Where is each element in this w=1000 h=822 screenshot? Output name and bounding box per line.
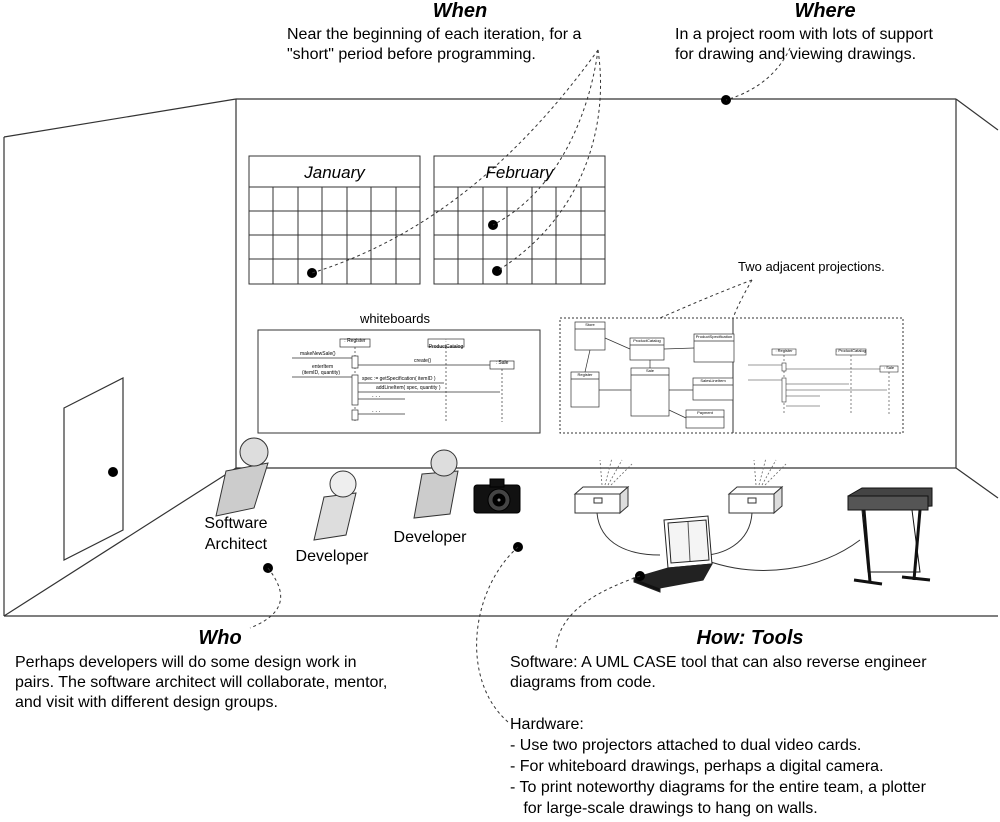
door-knob [108,467,118,477]
seq-dots-1: . . . [372,393,381,399]
hardware-description: Hardware: - Use two projectors attached … [510,714,990,819]
seq-create: create() [414,358,432,364]
door [63,377,124,561]
who-heading: Who [198,627,242,649]
software-architect-figure [215,437,269,517]
developer-label-2: Developer [393,529,467,546]
software-architect-label: Software Architect [186,513,286,555]
whiteboards-label: whiteboards [359,311,431,326]
seq-catalog-label: : ProductCatalog [428,338,464,350]
projections-leader-line [732,279,753,319]
january-calendar [248,155,421,285]
who-line: Perhaps developers will do some design w… [15,654,357,671]
where-line: In a project room with lots of support [675,26,933,43]
projector-left [573,485,630,515]
seq-dots-2: . . . [372,408,381,414]
architect-label-line: Architect [204,536,268,553]
seq-enter-item-args: (itemID, quantity) [302,370,341,376]
class-box-product-catalog: ProductCatalog [633,338,661,343]
february-label: February [485,163,554,182]
software-line: diagrams from code. [510,674,656,691]
who-description: Perhaps developers will do some design w… [15,653,435,713]
seq-add-line-item: addLineItem( spec, quantity ) [376,385,441,391]
whiteboard [257,329,541,434]
when-heading: When [432,0,488,22]
plotter [847,487,933,586]
camera [473,478,521,514]
where-description: In a project room with lots of support f… [675,25,995,65]
developer-figure-2 [413,449,459,519]
software-description: Software: A UML CASE tool that can also … [510,653,990,693]
where-heading: Where [794,0,856,22]
hardware-line: - To print noteworthy diagrams for the e… [510,779,926,796]
class-box-store: Store [585,322,595,327]
projector-right [727,485,784,515]
january-label: January [304,163,365,182]
jan-marker-dot [307,268,317,278]
hardware-leader-line [476,546,519,723]
february-calendar [433,155,606,285]
how-tools-heading: How: Tools [696,627,804,649]
architect-label-line: Software [204,515,268,532]
proj-seq-register: : Register [775,348,793,353]
whiteboard-sequence-diagram [292,338,515,422]
class-box-register: Register [577,372,593,377]
tools-leader-line [555,575,641,649]
who-line: pairs. The software architect will colla… [15,674,388,691]
when-line: Near the beginning of each iteration, fo… [287,26,582,43]
proj-seq-catalog: : ProductCatalog [836,348,866,353]
class-box-product-spec: ProductSpecification [695,334,733,339]
class-diagram-projection [570,321,735,429]
when-leader-lines [311,49,601,274]
developer-label-1: Developer [295,548,369,565]
hardware-line: - For whiteboard drawings, perhaps a dig… [510,758,884,775]
where-line: for drawing and viewing drawings. [675,46,917,63]
where-leader-line [725,47,791,101]
who-leader-line [249,567,282,629]
seq-enter-item: enterItem [312,364,334,370]
who-line: and visit with different design groups. [15,694,278,711]
seq-make-new-sale: makeNewSale() [300,351,336,357]
developer-figure-1 [313,470,357,541]
sequence-diagram-projection [748,348,899,415]
laptop [632,515,713,593]
hardware-line: for large-scale drawings to hang on wall… [510,800,818,817]
when-line: "short" period before programming. [287,46,536,63]
feb-marker-dot-2 [492,266,502,276]
class-box-payment: Payment [697,410,713,415]
seq-register-label: : Register [344,338,366,344]
class-box-sales-line-item: SalesLineItem [700,378,726,383]
hardware-line: - Use two projectors attached to dual vi… [510,737,862,754]
seq-get-spec: spec := getSpecification( itemID ) [362,376,436,382]
proj-seq-sale: : Sale [883,365,895,370]
seq-sale-label: : Sale [495,360,509,366]
hardware-title: Hardware: [510,716,584,733]
software-line: Software: A UML CASE tool that can also … [510,654,927,671]
projections-label: Two adjacent projections. [738,259,885,274]
class-box-sale: Sale [645,368,654,373]
when-description: Near the beginning of each iteration, fo… [287,25,627,65]
